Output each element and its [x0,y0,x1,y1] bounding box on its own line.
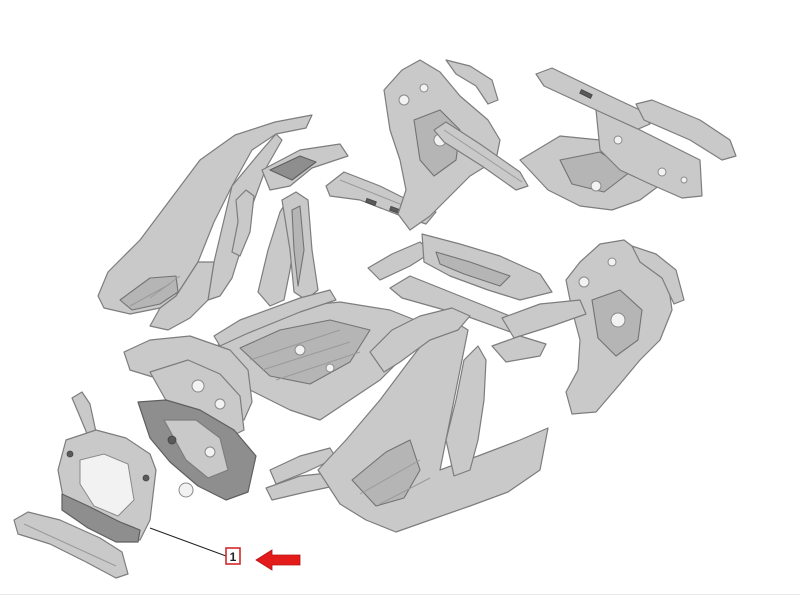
floor-cross-members [367,233,587,363]
right-body-side-panel [317,307,549,533]
b-pillar-assembly [231,143,349,301]
rear-wheelhouse-inner-left [383,59,501,231]
rear-wheelhouse-inner-right [565,239,685,415]
rear-end-panel [595,99,737,199]
front-bumper-beam [13,511,129,579]
bottom-divider [0,594,800,595]
arrow-left-icon [255,549,301,571]
front-inner-panel [137,399,257,501]
callout-leader-line [149,527,227,557]
left-body-side-panel [97,114,313,331]
callout-number: 1 [230,550,237,564]
rear-rail-upper [433,121,529,191]
callout-label-1[interactable]: 1 [225,547,241,565]
main-floor-pan [209,289,421,421]
radiator-support-part-1 [57,429,157,543]
